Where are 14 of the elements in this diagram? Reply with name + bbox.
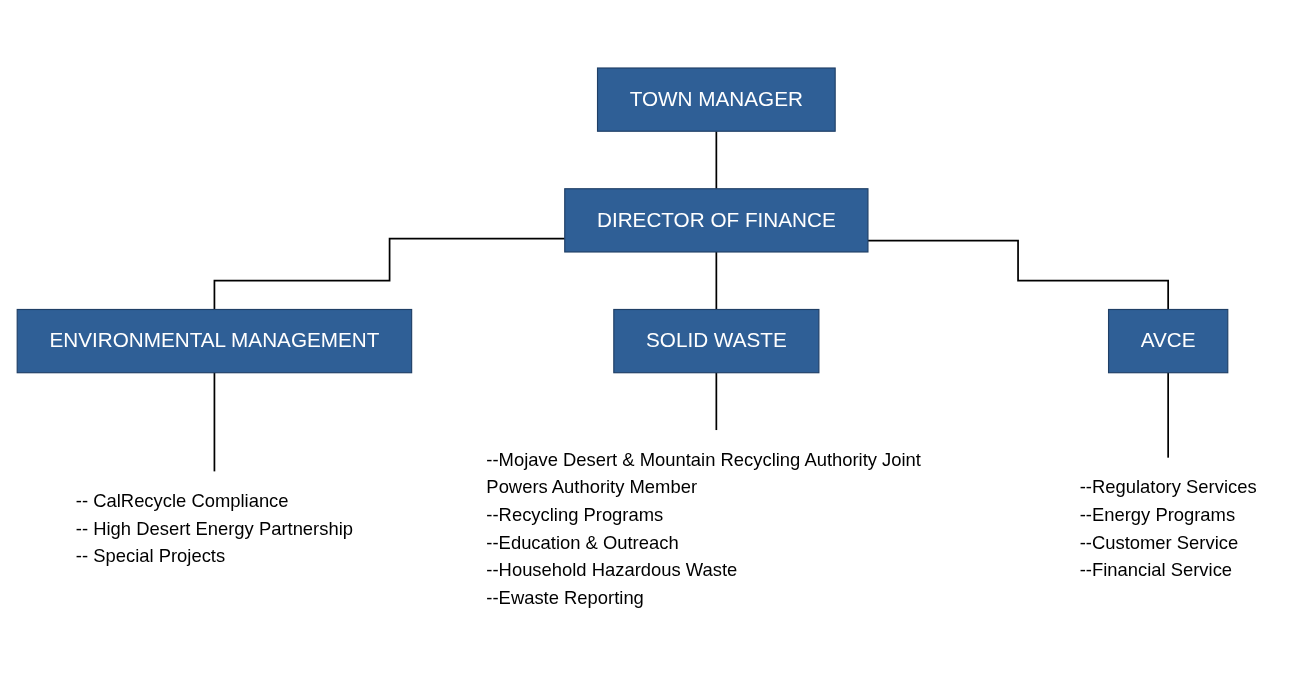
- node-box: SOLID WASTE: [613, 308, 820, 374]
- connector: [715, 371, 718, 432]
- connector: [867, 239, 1169, 311]
- node-text: -- CalRecycle Compliance -- High Desert Energy Partnership -- Special Projects: [75, 491, 353, 566]
- node-text: --Regulatory Services --Energy Programs --Customer Service --Financial Service: [1079, 477, 1257, 580]
- connector: [213, 371, 216, 473]
- node-text: --Mojave Desert & Mountain Recycling Authority Joint Powers Authority Member --Recycling Programs --Education & Outreach --Household Hazardous Waste --Ewaste Reporting: [486, 449, 921, 608]
- connector: [1167, 371, 1169, 459]
- connector: [715, 130, 718, 190]
- node-box: TOWN MANAGER: [596, 67, 836, 132]
- node-box: AVCE: [1107, 308, 1229, 374]
- connector: [715, 251, 718, 311]
- node-box: ENVIRONMENTAL MANAGEMENT: [16, 308, 413, 374]
- node-box: DIRECTOR OF FINANCE: [564, 188, 869, 253]
